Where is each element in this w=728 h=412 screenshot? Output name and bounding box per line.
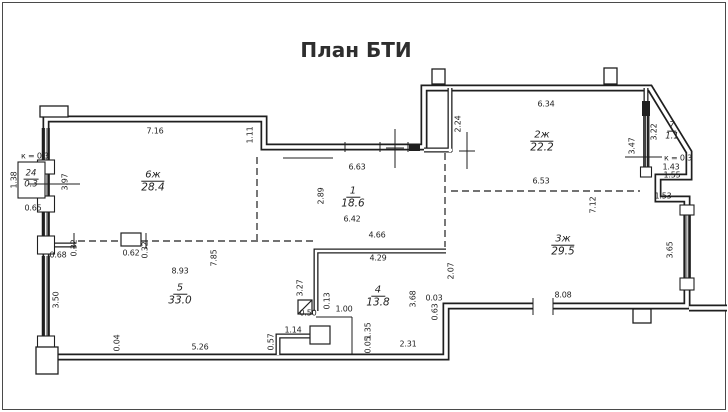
dimension-label: 4.29 (369, 253, 387, 263)
dimension-label: 1.53 (654, 191, 672, 201)
room-number: 6ж (141, 170, 165, 182)
dimension-label: 3.27 (295, 279, 305, 297)
room-area: 28.4 (141, 181, 165, 194)
dimension-label: 7.16 (146, 126, 164, 136)
dimension-label: 0.03 (425, 293, 443, 303)
dimension-label: 0.13 (322, 292, 332, 310)
dimension-label: 2.07 (446, 262, 456, 280)
room-boundary-dashed (78, 153, 640, 247)
interior-walls (52, 88, 649, 355)
dimension-label: 0.32 (69, 239, 79, 257)
outer-walls (42, 84, 727, 361)
dimension-label: 3.68 (408, 290, 418, 308)
dimension-label: 7.12 (588, 196, 598, 214)
dimension-label: 3.22 (649, 123, 659, 141)
dimension-label: 6.63 (348, 162, 366, 172)
dimension-label: 1.14 (284, 325, 302, 335)
dimension-label: 1.55 (663, 170, 681, 180)
room-number: 5 (172, 283, 188, 295)
dimension-label: 0.04 (112, 334, 122, 352)
dimension-label: 5.26 (191, 342, 209, 352)
dimension-label: 0.05 (363, 336, 373, 354)
dimension-label: 0.50 (299, 308, 317, 318)
room-number: 3ж (551, 234, 575, 246)
dimension-label: 3.47 (627, 137, 637, 155)
dimension-label: 0.57 (266, 333, 276, 351)
dimension-label: 6.34 (537, 99, 555, 109)
dimension-label: 1.43 (662, 162, 680, 172)
door-opening (532, 298, 554, 315)
wall-infill (409, 101, 650, 151)
room-area: 18.6 (341, 197, 365, 210)
room-number: 24 (23, 168, 39, 180)
dimension-label: 2.24 (453, 115, 463, 133)
dimension-label: 8.93 (171, 266, 189, 276)
room-area: 33.0 (168, 294, 192, 307)
room-area: 22.2 (530, 141, 554, 154)
dimension-label: 1.38 (9, 171, 19, 189)
dimension-label: 7.85 (209, 249, 219, 267)
dimension-label: 1.00 (335, 304, 353, 314)
dimension-label: 0.68 (49, 250, 67, 260)
balcony-box (17, 161, 46, 199)
wall-projections (35, 67, 652, 375)
dimension-label: 3.97 (60, 173, 70, 191)
dimension-label: 6.42 (343, 214, 361, 224)
dimension-label: 0.65 (24, 203, 42, 213)
dimension-label: 3.65 (665, 241, 675, 259)
room-number: 4 (370, 285, 386, 297)
dimension-label: 0.62 (122, 248, 140, 258)
dimension-label: 8.08 (554, 290, 572, 300)
dimension-label: к = 0.3 (21, 151, 49, 161)
dimension-label: 3.50 (51, 291, 61, 309)
dimension-label: 2.31 (399, 339, 417, 349)
page-title: План БТИ (300, 38, 412, 62)
dimension-label: к = 0.3 (664, 153, 692, 163)
dimension-label: 0.32 (140, 241, 150, 259)
dimension-label: 0.63 (430, 303, 440, 321)
dimension-label: 1.11 (245, 126, 255, 144)
room-area: 1.1 (665, 132, 679, 142)
dimension-label: 4.66 (368, 230, 386, 240)
room-number: 7 (667, 120, 677, 132)
dimension-label: 2.89 (316, 187, 326, 205)
dimension-label: 6.53 (532, 176, 550, 186)
room-number: 2ж (530, 130, 554, 142)
window-hatch (41, 116, 691, 336)
room-area: 13.8 (366, 296, 390, 309)
tie-lines (28, 129, 662, 354)
room-area: 0.3 (24, 180, 38, 190)
room-number: 1 (345, 186, 361, 198)
room-area: 29.5 (551, 245, 575, 258)
plan-symbols (120, 232, 331, 345)
